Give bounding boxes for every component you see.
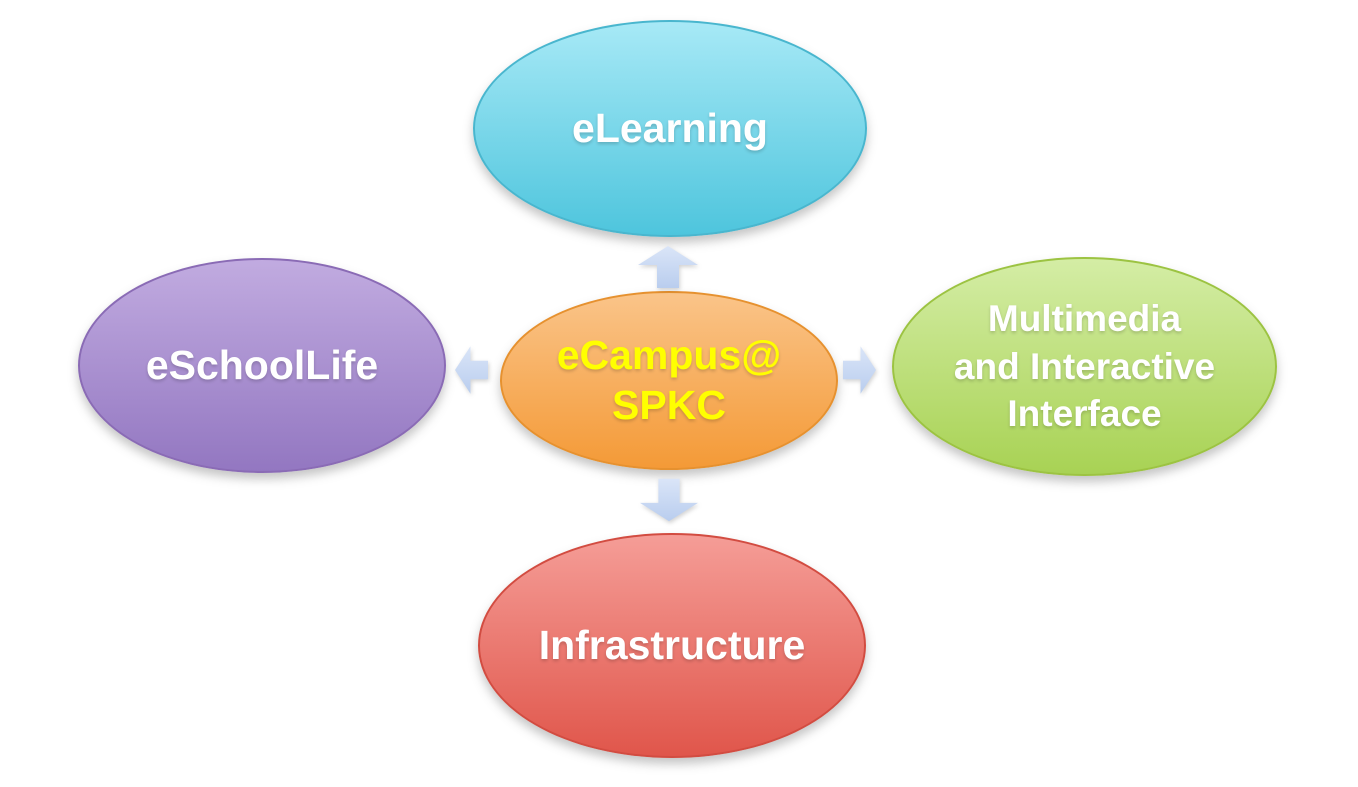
arrow-up-icon xyxy=(638,246,698,288)
node-ecampus-spkc-label: eCampus@ SPKC xyxy=(557,331,782,429)
node-ecampus-spkc-line1: eCampus@ xyxy=(556,332,782,379)
node-multimedia-line1: Multimedia xyxy=(987,298,1182,340)
node-ecampus-spkc-line2: SPKC xyxy=(612,381,726,428)
node-eschoollife-label: eSchoolLife xyxy=(145,341,379,388)
node-elearning: eLearning xyxy=(473,20,867,237)
arrow-down-icon xyxy=(640,478,698,522)
arrow-left-icon xyxy=(455,346,488,394)
node-multimedia-line2: and Interactive xyxy=(953,345,1216,387)
node-ecampus-spkc: eCampus@ SPKC xyxy=(500,291,838,470)
node-multimedia-interactive-interface: Multimedia and Interactive Interface xyxy=(892,257,1277,476)
node-infrastructure: Infrastructure xyxy=(478,533,866,758)
node-multimedia-line3: Interface xyxy=(1007,393,1162,435)
node-eschoollife: eSchoolLife xyxy=(78,258,446,473)
node-elearning-label: eLearning xyxy=(572,104,768,151)
node-multimedia-label: Multimedia and Interactive Interface xyxy=(954,295,1215,437)
node-infrastructure-label: Infrastructure xyxy=(538,621,806,668)
arrow-right-icon xyxy=(843,346,876,394)
